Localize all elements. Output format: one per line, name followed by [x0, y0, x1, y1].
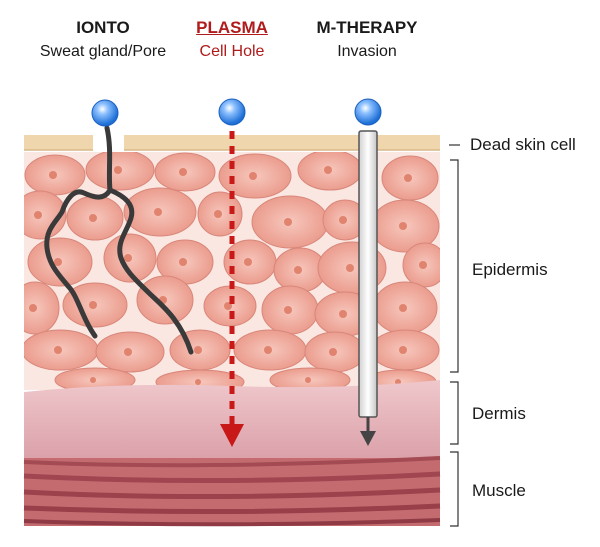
- cell-nucleus: [284, 218, 292, 226]
- cell-nucleus: [214, 210, 222, 218]
- plasma-arrow-head: [220, 424, 244, 447]
- label-epidermis: Epidermis: [472, 260, 548, 279]
- m-therapy-probe: [358, 130, 378, 418]
- header-ionto: IONTO Sweat gland/Pore: [18, 16, 188, 64]
- cell-nucleus: [34, 211, 42, 219]
- cell-nucleus: [194, 346, 202, 354]
- header-m-therapy-subtitle: Invasion: [337, 43, 397, 60]
- cell-nucleus: [324, 166, 332, 174]
- cell-nucleus: [114, 166, 122, 174]
- cell-nucleus: [124, 254, 132, 262]
- cell-nucleus: [395, 379, 401, 385]
- cell-nucleus: [89, 301, 97, 309]
- label-dermis: Dermis: [472, 404, 526, 423]
- header-m-therapy: M-THERAPY Invasion: [282, 16, 452, 64]
- cell-nucleus: [124, 348, 132, 356]
- cell-nucleus: [54, 258, 62, 266]
- cell-nucleus: [284, 306, 292, 314]
- cell-nucleus: [339, 216, 347, 224]
- header-plasma-title: PLASMA: [196, 18, 268, 37]
- label-muscle: Muscle: [472, 481, 526, 500]
- sweat-gland-duct-branch: [107, 187, 194, 355]
- ionto-ball-icon: [91, 99, 119, 127]
- cell-nucleus: [339, 310, 347, 318]
- cell-nucleus: [264, 346, 272, 354]
- cell-nucleus: [249, 172, 257, 180]
- header-plasma-subtitle: Cell Hole: [199, 43, 265, 60]
- cell-nucleus: [294, 266, 302, 274]
- label-dead-skin-cell: Dead skin cell: [470, 135, 576, 154]
- cell-nucleus: [305, 377, 311, 383]
- cell-nucleus: [179, 168, 187, 176]
- cell-nucleus: [49, 171, 57, 179]
- cell-nucleus: [29, 304, 37, 312]
- cell-nucleus: [89, 214, 97, 222]
- cell-nucleus: [399, 346, 407, 354]
- header-plasma: PLASMA Cell Hole: [147, 16, 317, 64]
- cell-nucleus: [244, 258, 252, 266]
- cell-nucleus: [54, 346, 62, 354]
- cell-nucleus: [399, 304, 407, 312]
- cell-nucleus: [329, 348, 337, 356]
- cell-nucleus: [404, 174, 412, 182]
- cell-nucleus: [195, 379, 201, 385]
- cell-nucleus: [346, 264, 354, 272]
- cell-nucleus: [399, 222, 407, 230]
- layer-brackets: [449, 144, 460, 527]
- cell-nucleus: [179, 258, 187, 266]
- m-therapy-arrow-head: [360, 431, 376, 446]
- plasma-ball-icon: [218, 98, 246, 126]
- epidermis-cell: [24, 281, 60, 335]
- header-m-therapy-title: M-THERAPY: [316, 18, 418, 37]
- cell-nucleus: [154, 208, 162, 216]
- muscle-layer: [23, 456, 441, 527]
- header-ionto-title: IONTO: [76, 18, 130, 37]
- cell-nucleus: [419, 261, 427, 269]
- cell-nucleus: [90, 377, 96, 383]
- m-therapy-ball-icon: [354, 98, 382, 126]
- header-ionto-subtitle: Sweat gland/Pore: [39, 43, 167, 60]
- epidermis-cell: [24, 190, 67, 240]
